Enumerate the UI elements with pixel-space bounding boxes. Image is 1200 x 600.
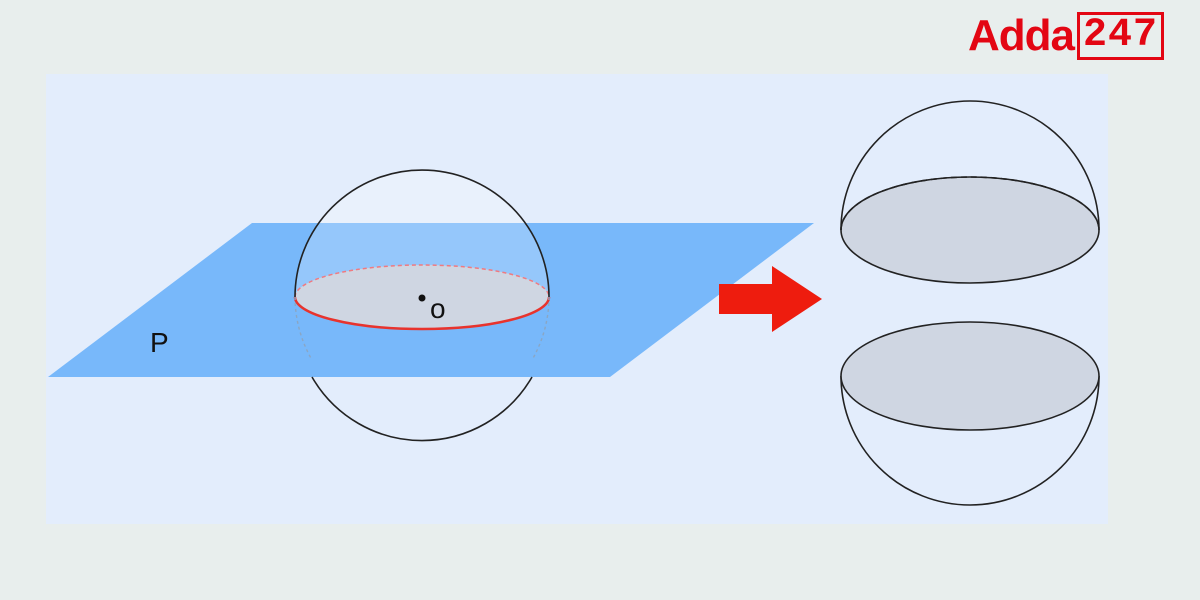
lower-hemisphere-bowl bbox=[840, 375, 1100, 506]
logo-word: Adda bbox=[968, 11, 1075, 60]
logo-number: 247 bbox=[1077, 12, 1165, 60]
plane-label: P bbox=[150, 327, 169, 358]
great-circle-front-arc bbox=[293, 296, 551, 331]
center-label: o bbox=[430, 293, 446, 324]
great-circle-back-arc bbox=[294, 264, 550, 298]
center-point bbox=[418, 294, 426, 302]
adda247-logo: Adda 247 bbox=[968, 10, 1165, 62]
arrow-icon bbox=[719, 266, 822, 332]
sphere-outline-lower bbox=[311, 376, 533, 442]
lower-hemisphere bbox=[840, 321, 1100, 506]
sphere-outline-hidden-right bbox=[531, 296, 550, 361]
lower-hemisphere-top bbox=[840, 321, 1100, 431]
sphere-outline-hidden-left bbox=[294, 296, 313, 361]
upper-hemisphere-dome bbox=[840, 100, 1100, 231]
sphere-outline-upper bbox=[294, 169, 550, 298]
sphere-upper-tint bbox=[295, 170, 549, 297]
upper-hemisphere bbox=[840, 100, 1100, 284]
